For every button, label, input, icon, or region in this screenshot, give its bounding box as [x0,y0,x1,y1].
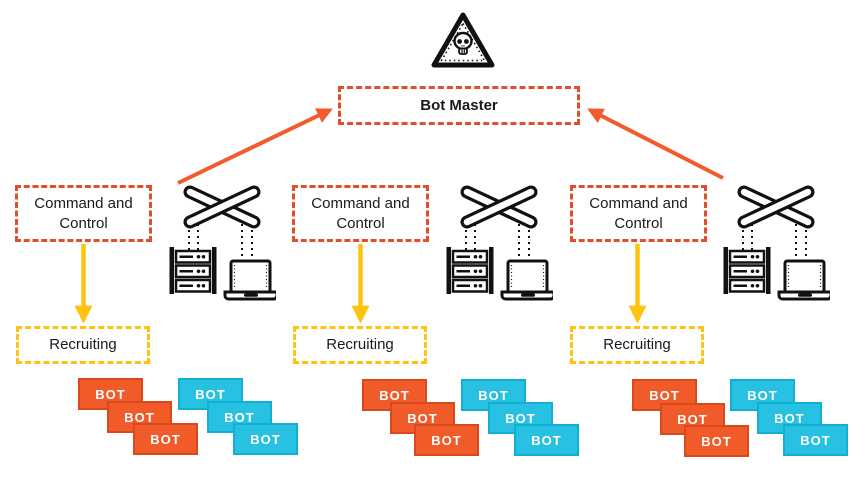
bot-master-label: Bot Master [420,96,498,114]
network-cluster-left [168,184,276,301]
switch-to-botmaster-arrow-left [177,108,333,185]
recruiting-box-left: Recruiting [16,326,150,364]
command-and-control-box-left: Command and Control [15,185,152,242]
network-cluster-middle [445,184,553,301]
command-and-control-label: Command and Control [589,194,688,232]
skull-icon [453,31,473,55]
network-switch-icon [190,192,254,222]
command-and-control-box-middle: Command and Control [292,185,429,242]
bot-master-box: Bot Master [338,86,580,125]
server-rack-icon [168,245,218,296]
command-and-control-label: Command and Control [311,194,410,232]
bot-node: BOT [233,423,298,455]
recruiting-box-middle: Recruiting [293,326,427,364]
recruiting-label: Recruiting [326,336,394,353]
recruiting-label: Recruiting [49,336,117,353]
network-switch-icon [744,192,808,222]
bot-node: BOT [684,425,749,457]
network-cluster-right [722,184,830,301]
bot-node: BOT [133,423,198,455]
bot-node: BOT [414,424,479,456]
recruiting-label: Recruiting [603,336,671,353]
recruiting-box-right: Recruiting [570,326,704,364]
bot-node: BOT [783,424,848,456]
laptop-icon [500,259,553,301]
hazard-skull-icon [431,12,495,68]
command-and-control-box-right: Command and Control [570,185,707,242]
network-switch-icon [467,192,531,222]
laptop-icon [223,259,276,301]
bot-node: BOT [514,424,579,456]
laptop-icon [777,259,830,301]
server-rack-icon [445,245,495,296]
command-and-control-label: Command and Control [34,194,133,232]
server-rack-icon [722,245,772,296]
switch-to-botmaster-arrow-right [587,108,724,180]
